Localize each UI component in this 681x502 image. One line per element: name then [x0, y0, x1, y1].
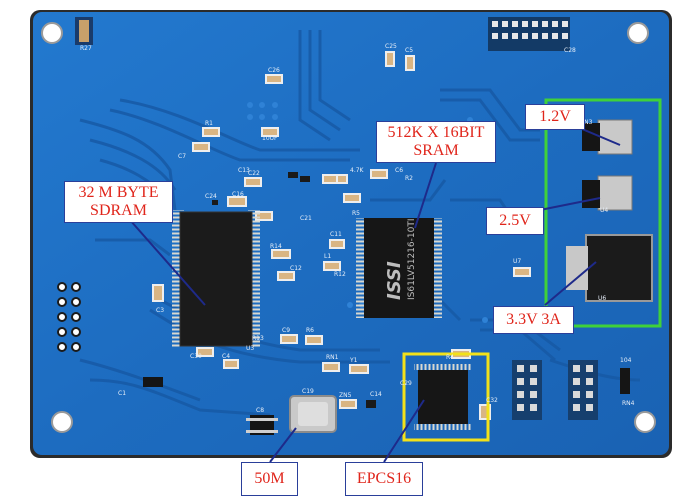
- silkscreen-label: C16: [232, 191, 244, 198]
- sdram-callout-line2: SDRAM: [90, 202, 147, 219]
- silkscreen-label: L1: [324, 253, 331, 260]
- sdram-chip: [172, 210, 260, 348]
- silkscreen-label: U6: [598, 295, 606, 302]
- sram-callout: 512K X 16BIT SRAM: [376, 121, 496, 163]
- silkscreen-label: U3: [246, 345, 254, 352]
- bottom-right-header-2: [568, 360, 598, 420]
- silkscreen-label: C1: [118, 390, 126, 397]
- silkscreen-label: C6: [395, 167, 403, 174]
- silkscreen-label: ZN5: [339, 392, 352, 399]
- regulator-2v5-callout: 2.5V: [486, 207, 544, 235]
- sram-chip: ISSI IS61LV51216-10TI: [356, 218, 442, 318]
- silkscreen-label: 4.7K: [350, 167, 365, 174]
- silkscreen-label: C28: [564, 47, 576, 54]
- silkscreen-label: 104: [620, 357, 632, 364]
- silkscreen-label: C12: [290, 265, 302, 272]
- passive-components: [152, 51, 531, 420]
- silkscreen-label: C30: [190, 353, 202, 360]
- silkscreen-label: C29: [400, 380, 412, 387]
- silkscreen-label: 10UF: [262, 135, 278, 142]
- regulator-1v2-label: 1.2V: [539, 108, 571, 125]
- silkscreen-label: U4: [600, 207, 608, 214]
- silkscreen-label: C11: [330, 231, 342, 238]
- silkscreen-label: C8: [256, 407, 264, 414]
- epcs16-chip: [414, 364, 472, 430]
- silkscreen-label: U7: [513, 258, 521, 265]
- epcs16-label: EPCS16: [356, 470, 412, 487]
- silkscreen-label: C32: [486, 397, 498, 404]
- silkscreen-label: C26: [268, 67, 280, 74]
- silkscreen-label: RN1: [326, 354, 339, 361]
- silkscreen-label: C14: [370, 391, 382, 398]
- regulator-2v5: [582, 175, 633, 211]
- sram-callout-line2: SRAM: [413, 142, 459, 159]
- silkscreen-label: R14: [270, 243, 282, 250]
- silkscreen-label: R13: [252, 335, 264, 342]
- sdram-callout: 32 M BYTE SDRAM: [64, 181, 173, 223]
- small-chip-zn5: [246, 415, 278, 435]
- silkscreen-label: RN3: [580, 119, 593, 126]
- silkscreen-label: R12: [334, 271, 346, 278]
- silkscreen-label: RN4: [622, 400, 635, 407]
- sram-part-marking: IS61LV51216-10TI: [407, 219, 417, 300]
- sram-brand-marking: ISSI: [384, 261, 405, 300]
- epcs16-highlight-box: [402, 352, 490, 442]
- regulator-highlight-box: [544, 98, 662, 328]
- silkscreen-label: C25: [385, 43, 397, 50]
- oscillator-callout: 50M: [241, 462, 298, 496]
- silkscreen-label: C3: [156, 307, 164, 314]
- silkscreen-label: C7: [178, 153, 186, 160]
- silkscreen-label: C24: [205, 193, 217, 200]
- resistor-network-rn4: [620, 368, 630, 394]
- silkscreen-label: C5: [405, 47, 413, 54]
- silkscreen-label: R6: [306, 327, 314, 334]
- silkscreen-label: R1: [205, 120, 213, 127]
- silkscreen-label: C13: [238, 167, 250, 174]
- silkscreen-label: Y1: [349, 357, 358, 364]
- silkscreen-label: C19: [302, 388, 314, 395]
- oscillator-50m: [289, 395, 337, 433]
- silkscreen-label: C9: [282, 327, 290, 334]
- silkscreen-label: R4: [446, 354, 454, 361]
- bottom-right-header-1: [512, 360, 542, 420]
- left-pin-header: [57, 282, 81, 352]
- silkscreen-label: R27: [80, 45, 92, 52]
- silkscreen-label: C4: [222, 353, 230, 360]
- regulator-1v2-callout: 1.2V: [525, 104, 585, 130]
- top-right-header: [488, 17, 570, 51]
- regulator-3v3-callout: 3.3V 3A: [493, 306, 574, 334]
- silkscreen-label: R2: [405, 175, 413, 182]
- sram-callout-line1: 512K X 16BIT: [387, 124, 485, 141]
- resistor-network-rn1: [143, 377, 163, 387]
- silkscreen-label: R5: [352, 210, 360, 217]
- regulator-1v2: [582, 119, 633, 155]
- top-left-header: [75, 17, 93, 45]
- silkscreen-label: C22: [248, 170, 260, 177]
- sdram-callout-line1: 32 M BYTE: [78, 184, 159, 201]
- epcs16-callout: EPCS16: [345, 462, 423, 496]
- regulator-3v3: [566, 234, 653, 302]
- silkscreen-label: C21: [300, 215, 312, 222]
- regulator-3v3-label: 3.3V 3A: [506, 311, 561, 328]
- oscillator-label: 50M: [254, 470, 285, 487]
- regulator-2v5-label: 2.5V: [499, 212, 531, 229]
